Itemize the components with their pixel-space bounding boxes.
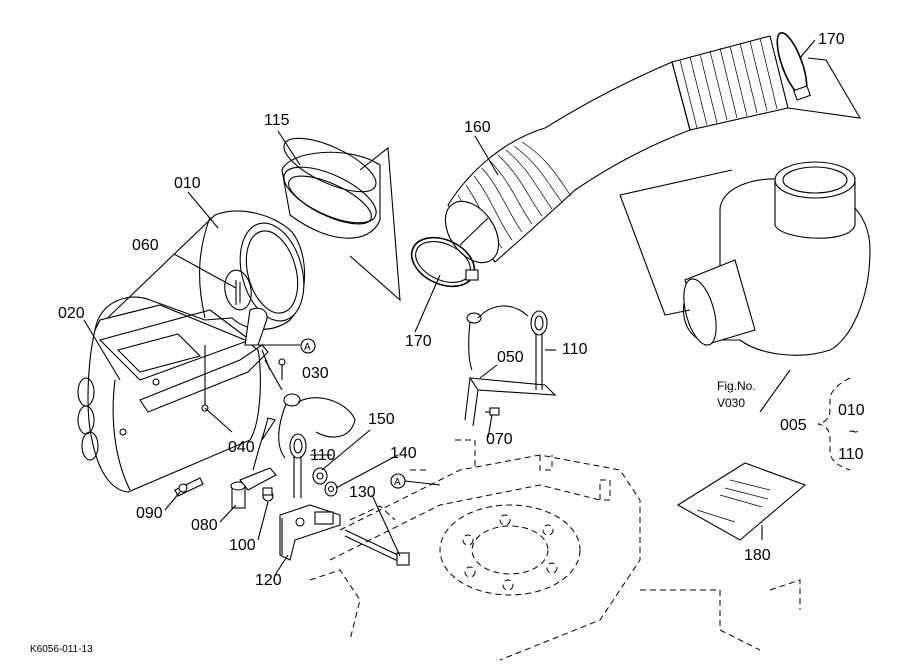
callout-150: 150 xyxy=(368,411,395,428)
callout-range-start-010: 010 xyxy=(838,402,865,419)
spring-040[interactable] xyxy=(252,417,276,471)
callout-140: 140 xyxy=(390,445,417,462)
bracket-030[interactable] xyxy=(139,307,300,413)
collar-080[interactable] xyxy=(230,481,246,509)
callout-005: 005 xyxy=(780,417,807,434)
callout-100: 100 xyxy=(229,537,256,554)
callout-115: 115 xyxy=(264,112,290,129)
ref-marker-a-lower-text: A xyxy=(394,477,401,488)
guide-line-v030-top xyxy=(619,169,733,196)
guide-line-115 xyxy=(349,146,401,302)
plate-100[interactable] xyxy=(239,467,277,502)
callout-160: 160 xyxy=(464,119,491,136)
ref-marker-a-lower: A xyxy=(390,473,441,489)
nut-140[interactable] xyxy=(324,481,338,497)
callout-020: 020 xyxy=(58,305,85,322)
lynch-pin-110-right[interactable] xyxy=(466,305,548,390)
fig-no-value: V030 xyxy=(717,396,745,410)
bracket-050[interactable] xyxy=(464,377,557,427)
range-tilde: ~ xyxy=(849,424,858,441)
guide-line-170 xyxy=(787,57,862,119)
callout-170-upper: 170 xyxy=(818,31,845,48)
hose-clamp-170-upper[interactable] xyxy=(771,30,812,101)
range-brace xyxy=(817,377,851,471)
callout-180: 180 xyxy=(744,547,771,564)
callout-010: 010 xyxy=(174,175,201,192)
callout-120: 120 xyxy=(255,572,282,589)
callout-050: 050 xyxy=(497,349,524,366)
hinge-bracket-120[interactable] xyxy=(279,504,341,561)
callout-040: 040 xyxy=(228,439,255,456)
washer-150[interactable] xyxy=(312,467,328,485)
lynch-pin-110-left[interactable] xyxy=(278,393,356,498)
air-housing-020[interactable] xyxy=(77,304,261,493)
ring-115[interactable] xyxy=(276,128,384,239)
leader-lines xyxy=(83,39,816,576)
ref-marker-a-upper: A xyxy=(300,338,316,354)
hose-clamp-170-lower[interactable] xyxy=(404,228,482,296)
callout-060: 060 xyxy=(132,237,159,254)
fig-no-label: Fig.No. xyxy=(717,379,756,393)
drawing-code: K6056-011-13 xyxy=(30,644,93,655)
ref-marker-a-upper-text: A xyxy=(304,342,311,353)
bolt-130[interactable] xyxy=(344,529,410,566)
callout-070: 070 xyxy=(486,431,513,448)
frame-chassis xyxy=(309,439,801,661)
callout-030: 030 xyxy=(302,365,329,382)
manual-180[interactable] xyxy=(676,462,807,541)
callout-170-lower: 170 xyxy=(405,333,432,350)
callout-080: 080 xyxy=(191,517,218,534)
callout-range-end-110: 110 xyxy=(838,446,864,463)
callout-110-right: 110 xyxy=(562,341,588,358)
guide-line-v030-left xyxy=(619,194,691,316)
hose-corrugation-upper xyxy=(679,37,778,129)
blower-housing-v030[interactable] xyxy=(678,161,871,356)
flexible-hose-160[interactable] xyxy=(434,35,789,272)
callout-110-left: 110 xyxy=(310,447,336,464)
pin-060[interactable] xyxy=(222,268,255,312)
bolt-090[interactable] xyxy=(174,477,204,497)
bolt-070[interactable] xyxy=(485,407,500,416)
callout-130: 130 xyxy=(349,484,376,501)
callout-090: 090 xyxy=(136,505,163,522)
intake-duct-010[interactable] xyxy=(94,210,314,332)
